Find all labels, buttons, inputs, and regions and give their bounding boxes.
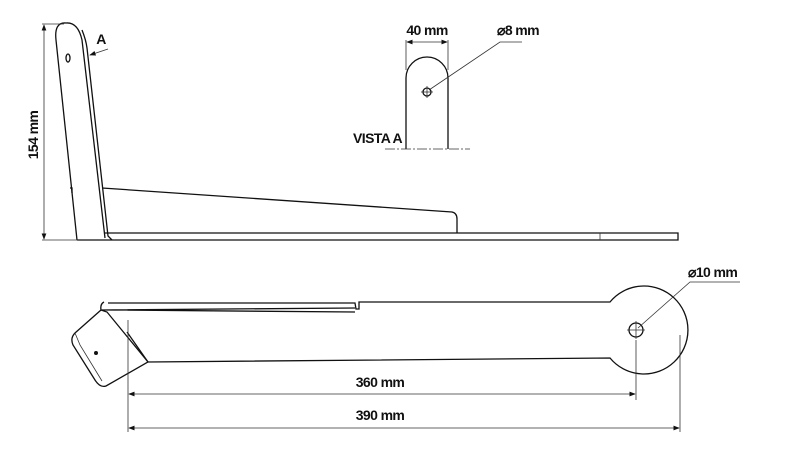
width-label: 40 mm: [406, 22, 448, 38]
upright-outer: [55, 22, 106, 241]
view-a-marker: A: [89, 31, 109, 56]
upright-inner: [81, 29, 113, 241]
end-hole: [94, 351, 98, 355]
upright-hole: [65, 53, 71, 63]
length-dimensions: 360 mm 390 mm ⌀10 mm: [127, 264, 740, 432]
hole-label: ⌀8 mm: [497, 22, 539, 38]
gusset: [101, 187, 458, 233]
total-length-label: 390 mm: [356, 407, 405, 423]
arm-outline: [108, 285, 689, 375]
view-arrow-icon: [89, 48, 109, 56]
view-a-profile: [405, 56, 449, 149]
view-a: 40 mm ⌀8 mm VISTA A: [353, 22, 540, 150]
base-plate: [77, 232, 679, 241]
upright-notch: [70, 187, 73, 193]
top-view-bracket: [71, 285, 689, 388]
view-marker-label: A: [96, 31, 106, 47]
angled-end: [71, 309, 149, 388]
side-view-bracket: [55, 22, 679, 241]
height-dimension: 154 mm: [25, 23, 78, 241]
hole-leader: [428, 41, 522, 91]
pivot-hole-label: ⌀10 mm: [688, 264, 737, 280]
height-label: 154 mm: [25, 111, 41, 160]
pivot-hole-leader: [637, 281, 740, 329]
view-a-title: VISTA A: [353, 130, 402, 146]
hole-distance-label: 360 mm: [356, 374, 405, 390]
